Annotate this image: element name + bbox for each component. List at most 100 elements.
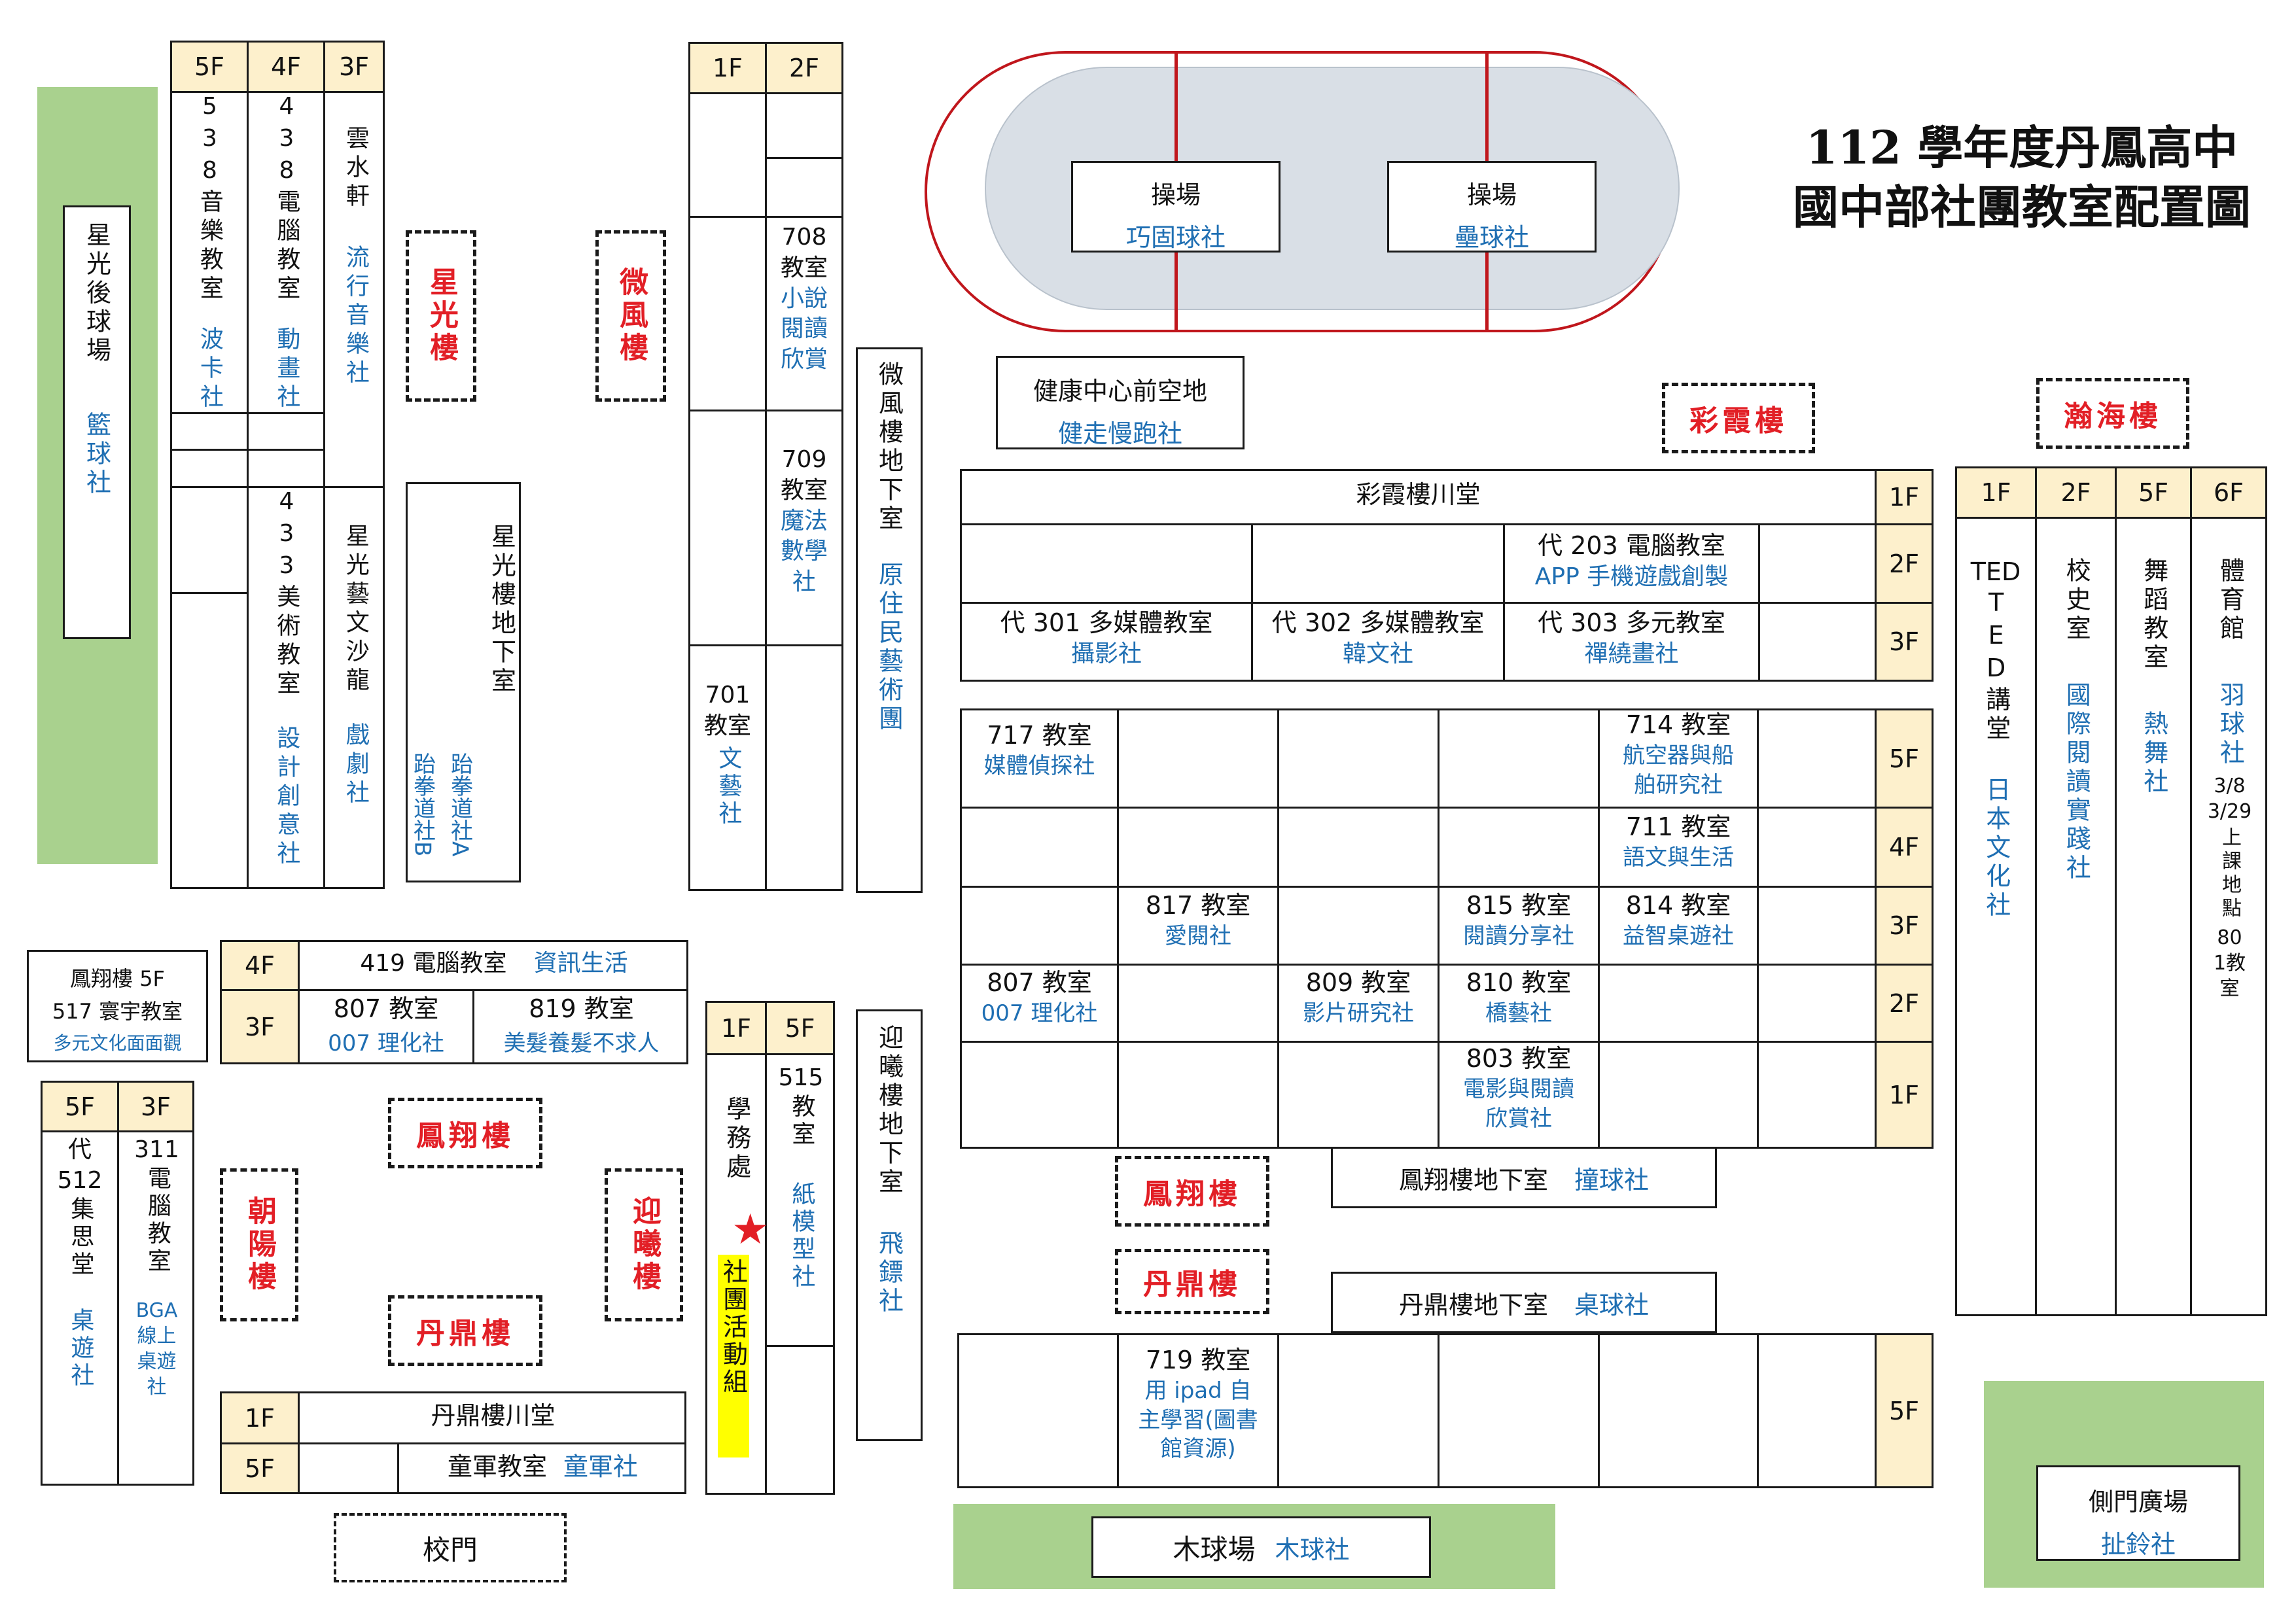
club-org-highlight: 社團活動組 [718, 1255, 749, 1457]
room-yunshui: 雲水軒 流行音樂社 [325, 126, 385, 479]
danding-basement: 丹鼎樓地下室 桌球社 [1331, 1272, 1717, 1333]
room-name: 538音樂教室 [196, 93, 223, 304]
room-gym: 體育館 羽球社 3/8 3/29 上課地點 801教室 [2192, 557, 2267, 1002]
room-name: 717 教室 [987, 721, 1092, 750]
grid-vline [1757, 708, 1759, 1149]
b719-divider [1438, 1333, 1439, 1488]
map-title: 112 學年度丹鳳高中 國中部社團教室配置圖 [1767, 118, 2277, 237]
health-center-area: 健康中心前空地 健走慢跑社 [996, 356, 1245, 449]
hanhai-building-body [1955, 517, 2267, 1316]
cx-divider [960, 523, 1876, 525]
room-name: 809 教室 [1305, 968, 1411, 997]
room-815: 815 教室 閱讀分享社 [1439, 890, 1598, 951]
room-803: 803 教室 電影與閱讀欣賞社 [1439, 1043, 1598, 1133]
basement-name: 微風樓地下室 [874, 361, 904, 534]
room-433: 433美術教室 設計創意社 [249, 488, 323, 887]
club-name: 紙模型社 [788, 1181, 815, 1291]
room-name: 教室 [780, 476, 828, 504]
floor-label: 1F [1981, 478, 2011, 507]
room-name: 817 教室 [1145, 891, 1251, 920]
hh-divider [2115, 517, 2117, 1316]
gym-note-place: 上課地點 [2218, 827, 2241, 921]
b719-divider [1598, 1333, 1600, 1488]
xg-divider [247, 91, 249, 889]
room-name: 教室 [703, 712, 751, 739]
grid-vline [1277, 708, 1279, 1149]
dd-floor-1f: 1F [220, 1391, 300, 1444]
lb-floor-5f: 5F [41, 1081, 119, 1132]
club-name: 韓文社 [1342, 640, 1413, 668]
room-name: 教室 [780, 254, 828, 281]
club-name: 國際閱讀實踐社 [2062, 682, 2091, 883]
label-caixia-building: 彩霞樓 [1662, 383, 1815, 453]
club-taekwondo-a: 跆拳道社A [446, 752, 473, 857]
room-salon: 星光藝文沙龍 戲劇社 [325, 523, 385, 886]
club-name: 熱舞社 [2139, 710, 2168, 797]
club-name: 設計創意社 [273, 725, 300, 869]
wf-divider [688, 644, 843, 646]
field-right-club: 壘球社 [1454, 223, 1529, 252]
cx-floor-1f: 1F [1875, 469, 1934, 525]
fx-divider [472, 989, 474, 1064]
room-538: 538音樂教室 波卡社 [171, 93, 247, 413]
cx-floor-3f: 3F [1875, 602, 1934, 682]
club-name: APP 手機遊戲創製 [1534, 563, 1729, 591]
field-box-left: 操場 巧固球社 [1071, 161, 1280, 253]
wood-field-box: 木球場 木球社 [1091, 1516, 1431, 1578]
label-danding-building: 丹鼎樓 [388, 1295, 542, 1366]
floor-label: 2F [1888, 549, 1920, 578]
yx-floor-1f: 1F [705, 1001, 767, 1055]
club-name: 波卡社 [196, 326, 223, 413]
room-name: 童軍教室 [447, 1452, 547, 1481]
room-name: 807 教室 [333, 994, 439, 1023]
hh-floor-5f: 5F [2115, 466, 2192, 519]
club-name: 文藝社 [715, 745, 742, 828]
xg-divider [170, 412, 325, 414]
hh-divider [2190, 517, 2192, 1316]
fx5-line1: 鳳翔樓 5F [70, 966, 165, 991]
dd-floor-5f: 5F [220, 1442, 300, 1494]
main-grid-building [960, 708, 1934, 1149]
court-name: 星光後球場 [82, 222, 111, 366]
room-ted: TED TED講堂 日本文化社 [1956, 556, 2035, 920]
floor-label: 1F [1888, 1080, 1920, 1109]
club-name: 動畫社 [273, 326, 300, 413]
club-name: 原住民藝術團 [874, 561, 904, 734]
club-name: 語文與生活 [1623, 845, 1734, 871]
room-ted-prefix: TED [1970, 557, 2021, 586]
hh-floor-2f: 2F [2035, 466, 2117, 519]
caixia-hall: 彩霞樓川堂 [1356, 480, 1481, 509]
room-807-grid: 807 教室 007 理化社 [962, 967, 1117, 1028]
club-name: 日本文化社 [1981, 777, 2011, 921]
room-num: 515 [778, 1064, 824, 1091]
room-814: 814 教室 益智桌遊社 [1600, 890, 1757, 951]
wf-floor-2f: 2F [765, 42, 843, 94]
floor-label: 6F [2213, 478, 2244, 507]
label-hanhai-building: 瀚海樓 [2036, 378, 2189, 449]
title-line1: 112 學年度丹鳳高中 [1805, 120, 2238, 175]
room-714: 714 教室 航空器與船舶研究社 [1600, 709, 1757, 799]
room-717: 717 教室 媒體偵探社 [962, 720, 1117, 781]
floor-label: 5F [1888, 1396, 1920, 1425]
grid-hline [960, 807, 1876, 809]
club-name: 影片研究社 [1303, 1000, 1414, 1027]
cx-divider [960, 602, 1876, 604]
room-name: 舞蹈教室 [2139, 557, 2168, 672]
room-515: 515 教室 紙模型社 [767, 1063, 835, 1291]
area-name: 側門廣場 [2088, 1488, 2188, 1516]
location-star-icon: ★ [732, 1206, 769, 1254]
club-name: 飛鏢社 [874, 1230, 904, 1316]
xg-floor-3f: 3F [323, 41, 385, 93]
basement-clubs: 跆拳道社A 跆拳道社B [407, 523, 476, 881]
room-701: 701 教室 文藝社 [690, 680, 765, 828]
room-name: 星光藝文沙龍 [342, 523, 369, 696]
grid-floor-1f: 1F [1875, 1041, 1934, 1149]
club-name: 用 ipad 自主學習(圖書館資源) [1138, 1378, 1258, 1462]
club-name: 美髮養髮不求人 [503, 1030, 660, 1057]
room-prefix: 代 [67, 1136, 92, 1163]
b719-floor-5f: 5F [1875, 1333, 1934, 1488]
wf-divider [765, 157, 843, 159]
basement-name: 星光樓地下室 [487, 523, 516, 696]
room-name: 教室 [788, 1093, 815, 1149]
floor-label: 3F [338, 52, 370, 81]
